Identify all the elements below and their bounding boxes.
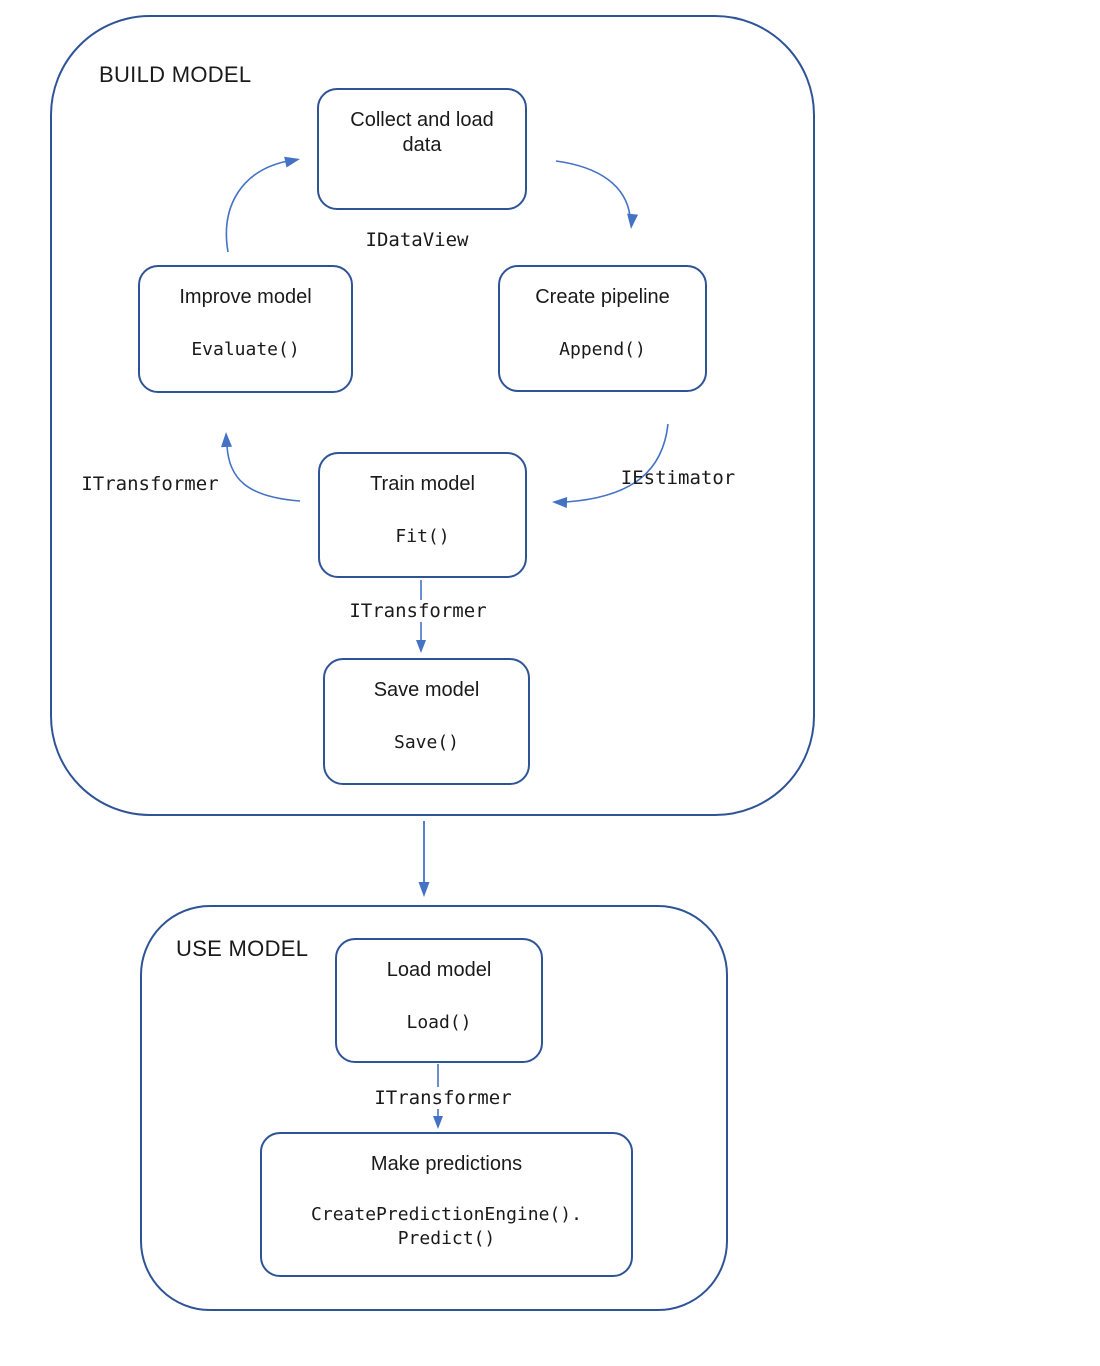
build-model-container [50,15,815,816]
arrowhead-build-to-use-icon [418,882,430,897]
node-create-pipeline: Create pipeline Append() [498,265,707,392]
use-model-section-label: USE MODEL [176,936,309,961]
edge-label-idataview: IDataView [365,229,469,251]
node-make-predictions: Make predictions CreatePredictionEngine(… [260,1132,633,1277]
node-title: Load model [386,959,492,981]
node-train-model: Train model Fit() [318,452,527,578]
node-title: Collect and load data [350,109,494,156]
node-title: Make predictions [370,1153,523,1175]
node-code-line1: CreatePredictionEngine(). [311,1204,582,1225]
node-code: Save() [393,732,460,753]
edge-label-iestimator: IEstimator [620,467,736,489]
edge-label-itransformer-to-save: ITransformer [343,600,493,622]
node-collect-and-load-data: Collect and load data [317,88,527,210]
edge-label-itransformer-to-predict: ITransformer [368,1087,518,1109]
build-model-section-label: BUILD MODEL [99,62,252,87]
edge-label-itransformer-cycle: ITransformer [81,473,219,495]
node-title: Create pipeline [535,286,670,308]
node-title: Save model [373,679,480,701]
node-title: Train model [370,473,475,495]
node-code: Fit() [395,526,450,547]
node-load-model: Load model Load() [335,938,543,1063]
node-code: Evaluate() [191,339,300,360]
node-code-line2: Predict() [397,1228,496,1249]
node-code: Load() [406,1012,472,1033]
node-improve-model: Improve model Evaluate() [138,265,353,393]
use-model-container [140,905,728,1311]
node-code: Append() [559,339,646,360]
node-save-model: Save model Save() [323,658,530,785]
node-title: Improve model [179,286,312,308]
node-code: CreatePredictionEngine(). Predict() [311,1203,582,1251]
